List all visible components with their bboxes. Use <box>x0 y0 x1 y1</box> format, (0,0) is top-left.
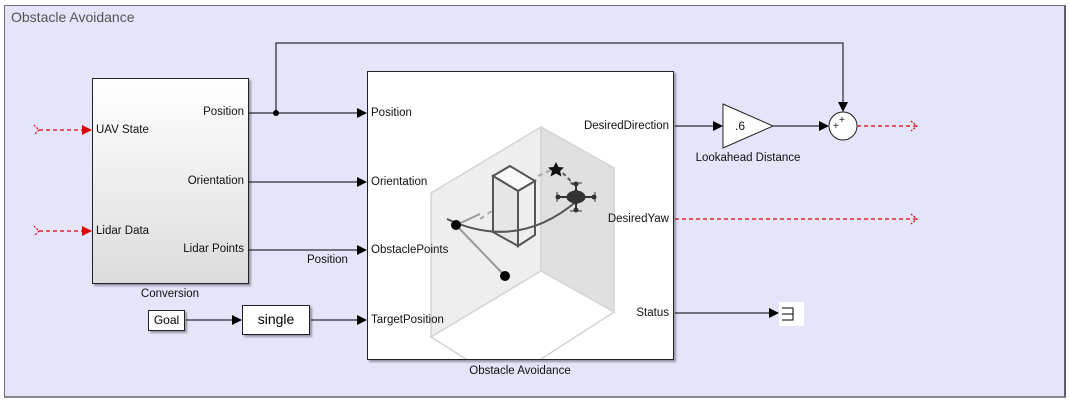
gain-block-name[interactable]: Lookahead Distance <box>695 152 801 164</box>
uav-obstacle-avoidance-scene-icon <box>429 125 616 359</box>
signal-position-branch[interactable] <box>275 42 848 113</box>
oa-output-desired-yaw: DesiredYaw <box>607 213 669 225</box>
terminator-icon <box>782 307 794 321</box>
unconnected-input-lidar-data[interactable] <box>33 225 92 237</box>
oa-input-orientation: Orientation <box>371 176 428 188</box>
conversion-block[interactable] <box>92 78 249 284</box>
subsystem-title: Obstacle Avoidance <box>11 9 135 25</box>
conversion-output-position: Position <box>203 106 244 118</box>
conversion-input-lidar-data: Lidar Data <box>96 225 150 237</box>
drone-icon <box>555 181 597 213</box>
conversion-block-name[interactable]: Conversion <box>140 288 200 300</box>
gain-block[interactable] <box>722 103 775 149</box>
conversion-input-uav-state: UAV State <box>96 124 149 136</box>
gain-value: .6 <box>735 119 746 133</box>
obstacle-avoidance-block[interactable] <box>367 71 674 360</box>
signal-label-position[interactable]: Position <box>307 254 348 266</box>
oa-input-obstacle-points: ObstaclePoints <box>371 244 449 256</box>
oa-output-desired-direction: DesiredDirection <box>583 120 669 132</box>
oa-input-position: Position <box>371 107 412 119</box>
unconnected-input-uav-state[interactable] <box>33 124 92 136</box>
oa-input-target-position: TargetPosition <box>371 314 444 326</box>
conversion-output-lidar-points: Lidar Points <box>183 243 244 255</box>
conversion-output-orientation: Orientation <box>187 175 244 187</box>
sum-sign-top: + <box>839 115 845 126</box>
sum-sign-left: + <box>833 121 839 132</box>
oa-output-status: Status <box>636 307 669 319</box>
goal-constant-block[interactable]: Goal <box>148 310 185 331</box>
terminator-block[interactable] <box>779 302 804 326</box>
obstacle-avoidance-block-name[interactable]: Obstacle Avoidance <box>469 365 571 377</box>
data-type-conversion-block[interactable]: single <box>242 305 310 335</box>
